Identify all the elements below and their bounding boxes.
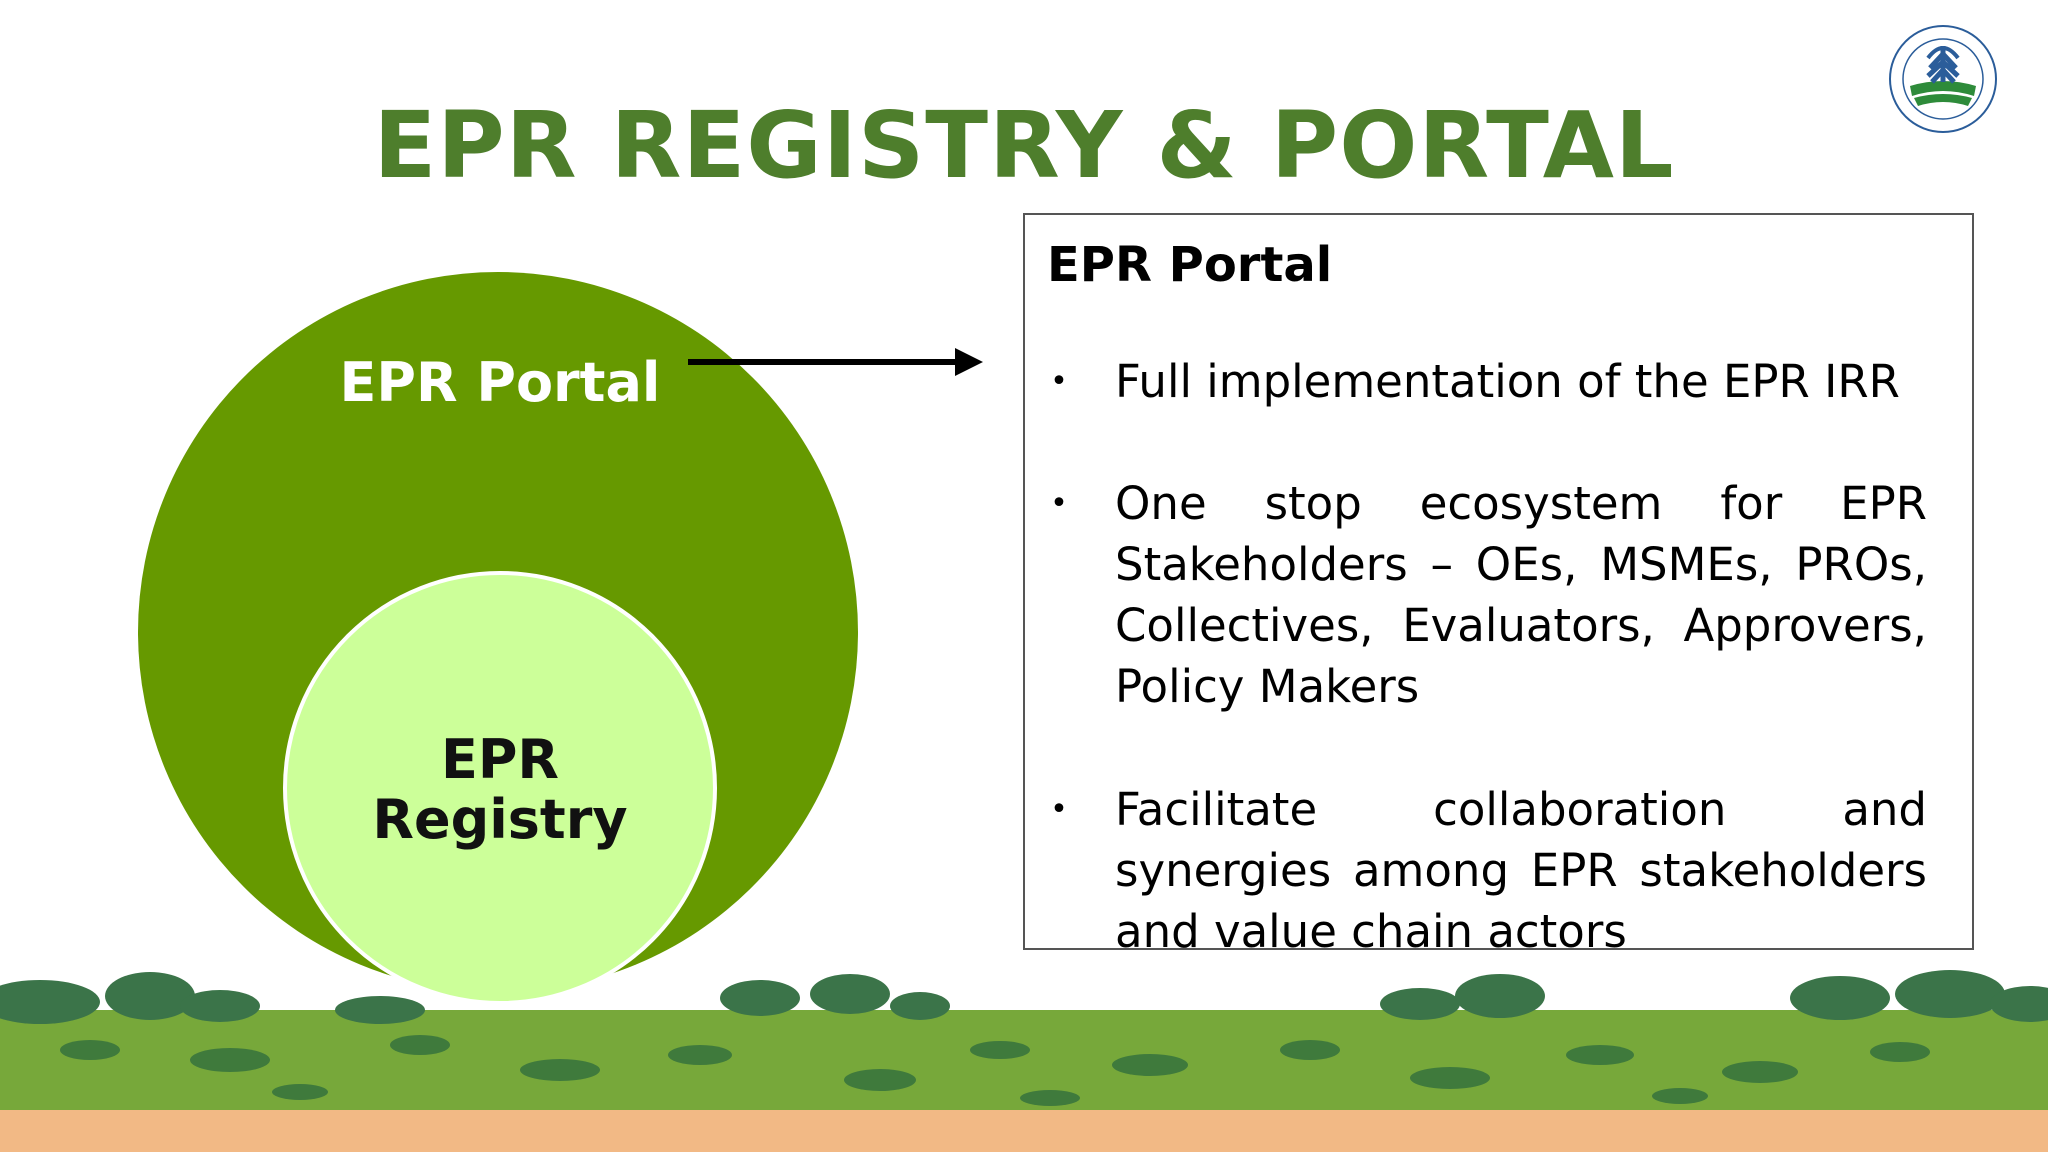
info-box: EPR Portal • Full implementation of the … [1023, 213, 1974, 950]
bullet-item: • Facilitate collaboration and synergies… [1047, 779, 1927, 950]
bullet-text: Facilitate collaboration and synergies a… [1115, 783, 1927, 950]
info-box-heading: EPR Portal [1047, 237, 1333, 293]
denr-seal-icon [1889, 25, 1997, 133]
arrow-head-icon [955, 348, 983, 376]
inner-label-line2: Registry [372, 788, 628, 852]
bullet-dot-icon: • [1050, 792, 1068, 827]
inner-circle [283, 571, 717, 1005]
bullet-text: One stop ecosystem for EPR Stakeholders … [1115, 477, 1927, 713]
bullet-item: • One stop ecosystem for EPR Stakeholder… [1047, 473, 1927, 717]
bullet-dot-icon: • [1050, 486, 1068, 521]
outer-circle-label: EPR Portal [339, 351, 661, 414]
inner-label-line1: EPR [440, 728, 560, 791]
landscape-decoration [0, 970, 2048, 1152]
bullet-item: • Full implementation of the EPR IRR [1047, 351, 1927, 412]
inner-circle-label: EPR Registry [330, 728, 670, 852]
page-title: EPR REGISTRY & PORTAL [373, 92, 1675, 199]
bullet-dot-icon: • [1050, 364, 1068, 399]
bullet-text: Full implementation of the EPR IRR [1115, 355, 1900, 408]
